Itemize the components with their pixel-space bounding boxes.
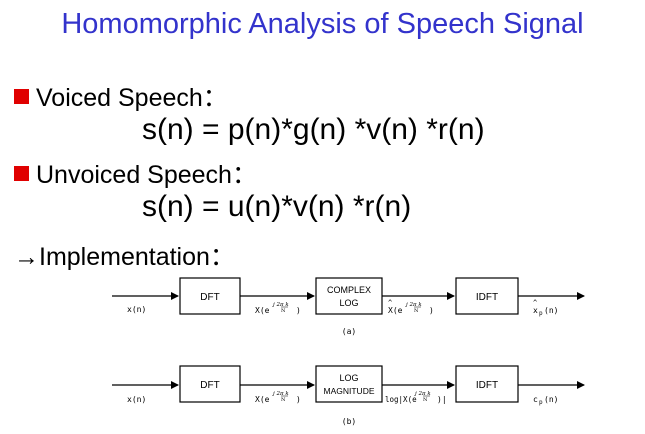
svg-text:j 2π k: j 2π k [272,391,289,397]
implementation-label: →Implementation： [14,243,235,271]
svg-text:)|: )| [437,395,447,404]
idft-label-a: IDFT [476,292,498,303]
dft-block-b [179,365,241,403]
complex-log-line1: COMPLEX [327,285,371,295]
svg-text:N: N [414,308,419,314]
diagram-a: DFT COMPLEX LOG IDFT x(n) X(e j 2π k N )… [112,277,585,336]
voiced-speech-item: Voiced Speech： [14,78,228,114]
idft-block-b [455,365,519,403]
svg-text:): ) [429,306,434,315]
page-title: Homomorphic Analysis of Speech Signal [61,8,584,40]
input-label-a: x(n) [127,305,146,314]
svg-text:^: ^ [533,299,537,307]
output-label-a: ^ x p (n) [533,299,558,317]
dft-block-a [179,277,241,315]
svg-text:j 2π k: j 2π k [272,302,289,308]
spectrum-label-a1: X(e j 2π k N ) [255,302,301,315]
svg-text:j 2π k: j 2π k [405,302,422,308]
voiced-speech-label: Voiced Speech： [36,84,228,112]
voiced-equation: s(n) = p(n)*g(n) *v(n) *r(n) [142,113,485,146]
red-square-bullet-icon [14,165,29,181]
svg-text:N: N [281,397,286,403]
svg-text:): ) [296,395,301,404]
svg-text:(n): (n) [544,306,558,315]
unvoiced-equation: s(n) = u(n)*v(n) *r(n) [142,190,412,223]
log-magnitude-line2: MAGNITUDE [324,386,375,396]
svg-text:X(e: X(e [255,306,270,315]
svg-text:X(e: X(e [255,395,270,404]
output-label-b: c p (n) [533,395,558,406]
diagram-b: DFT LOG MAGNITUDE IDFT x(n) X(e j 2π k N… [112,365,585,426]
input-label-b: x(n) [127,395,146,404]
svg-text:p: p [539,399,543,406]
spectrum-label-b2: log|X(e j 2π k N )| [385,391,447,404]
complex-log-block [315,277,383,315]
svg-text:N: N [281,308,286,314]
unvoiced-speech-label: Unvoiced Speech： [36,161,257,189]
svg-text:X(e: X(e [388,306,403,315]
svg-text:x: x [533,306,538,315]
unvoiced-speech-item: Unvoiced Speech： [14,155,257,191]
svg-text:): ) [296,306,301,315]
log-magnitude-block [315,365,383,403]
dft-label-a: DFT [200,292,219,303]
svg-text:N: N [423,397,428,403]
svg-text:p: p [539,310,543,317]
idft-label-b: IDFT [476,380,498,391]
svg-text:c: c [533,395,538,404]
log-magnitude-line1: LOG [339,373,358,383]
spectrum-label-a2: ^ X(e j 2π k N ) [388,299,434,315]
complex-log-line2: LOG [339,298,358,308]
red-square-bullet-icon [14,88,29,104]
svg-text:log|X(e: log|X(e [385,395,417,404]
block-diagram: DFT COMPLEX LOG IDFT x(n) X(e j 2π k N )… [112,277,585,426]
caption-a: (a) [342,327,356,336]
dft-label-b: DFT [200,380,219,391]
svg-text:j 2π k: j 2π k [414,391,431,397]
svg-text:(n): (n) [544,395,558,404]
spectrum-label-b1: X(e j 2π k N ) [255,391,301,404]
svg-text:^: ^ [388,299,392,307]
caption-b: (b) [342,417,356,426]
